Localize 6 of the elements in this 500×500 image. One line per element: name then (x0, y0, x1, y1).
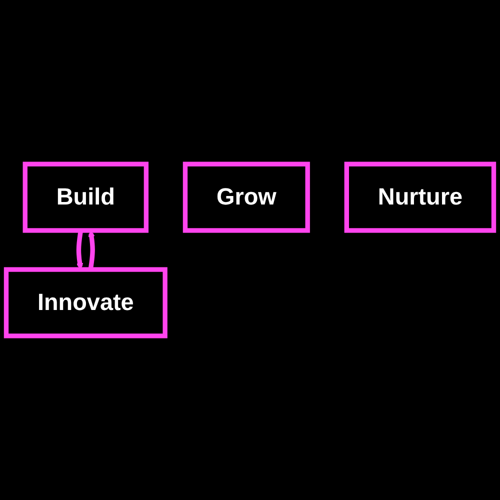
node-box: Nurture (344, 162, 496, 233)
node-box: Build (22, 162, 149, 233)
arrow (76, 230, 84, 270)
node-box: Grow (182, 162, 310, 233)
arrow (88, 230, 95, 270)
node-box: Innovate (4, 267, 168, 338)
